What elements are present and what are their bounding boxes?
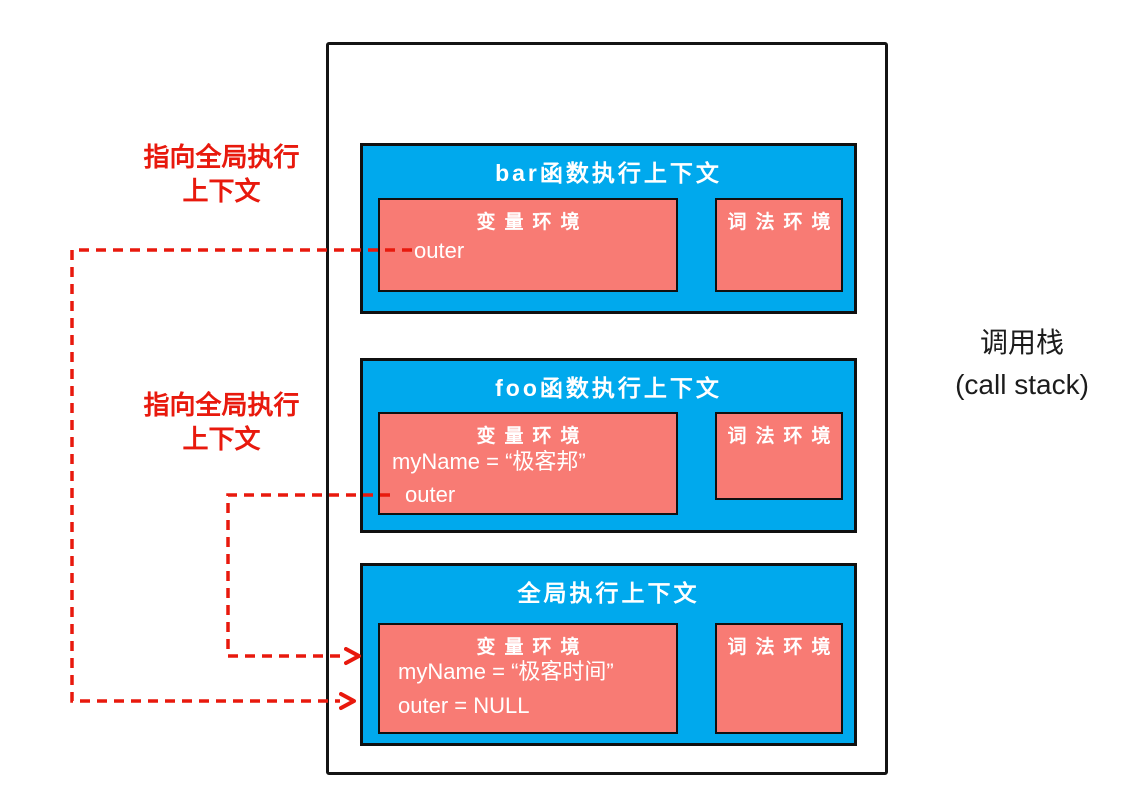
pointer-note-2-line1: 指向全局执行 xyxy=(143,390,300,420)
variable-env-title: 变量环境 xyxy=(476,212,589,233)
pointer-note-1: 指向全局执行 上下文 xyxy=(114,140,329,208)
context-foo-title: foo函数执行上下文 xyxy=(495,375,722,401)
context-global-title: 全局执行上下文 xyxy=(517,580,700,606)
context-foo-variable-env: 变量环境 myName = “极客邦” outer xyxy=(378,412,678,515)
lexical-env-title: 词法环境 xyxy=(727,637,840,658)
call-stack-label: 调用栈 (call stack) xyxy=(922,322,1122,406)
context-bar-title: bar函数执行上下文 xyxy=(495,160,722,186)
lexical-env-title: 词法环境 xyxy=(727,212,840,233)
call-stack-label-en: (call stack) xyxy=(955,369,1089,400)
pointer-note-1-line2: 上下文 xyxy=(182,176,261,206)
lexical-env-title: 词法环境 xyxy=(727,426,840,447)
pointer-note-2: 指向全局执行 上下文 xyxy=(114,388,329,456)
pointer-note-2-line2: 上下文 xyxy=(182,424,261,454)
pointer-note-1-line1: 指向全局执行 xyxy=(143,142,300,172)
context-foo-lexical-env: 词法环境 xyxy=(715,412,843,500)
context-global-variable-env: 变量环境 myName = “极客时间” outer = NULL xyxy=(378,623,678,734)
variable-entry: myName = “极客时间” xyxy=(398,659,614,684)
call-stack-label-cn: 调用栈 xyxy=(979,327,1064,358)
variable-entry: outer xyxy=(414,238,465,263)
context-bar-lexical-env: 词法环境 xyxy=(715,198,843,292)
variable-env-title: 变量环境 xyxy=(476,637,589,658)
variable-env-title: 变量环境 xyxy=(476,426,589,447)
context-global-lexical-env: 词法环境 xyxy=(715,623,843,734)
variable-entry: myName = “极客邦” xyxy=(392,449,586,474)
variable-entry: outer xyxy=(405,482,456,507)
context-bar-variable-env: 变量环境 outer xyxy=(378,198,678,292)
variable-entry: outer = NULL xyxy=(398,693,530,718)
